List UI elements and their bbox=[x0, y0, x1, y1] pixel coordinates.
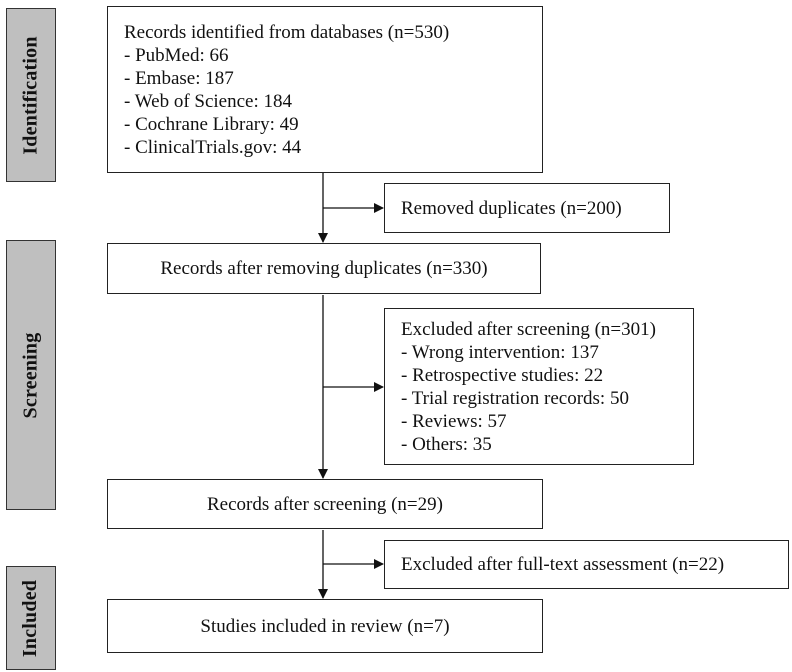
excluded-fulltext-box: Excluded after full-text assessment (n=2… bbox=[384, 540, 789, 589]
stage-identification: Identification bbox=[6, 8, 56, 182]
removed-duplicates-text: Removed duplicates (n=200) bbox=[401, 197, 622, 219]
after-duplicates-text: Records after removing duplicates (n=330… bbox=[160, 258, 488, 279]
source-embase: - Embase: 187 bbox=[124, 67, 234, 89]
after-duplicates-box: Records after removing duplicates (n=330… bbox=[107, 243, 541, 294]
removed-duplicates-box: Removed duplicates (n=200) bbox=[384, 183, 670, 233]
source-pubmed: - PubMed: 66 bbox=[124, 44, 229, 66]
excluded-screening-title: Excluded after screening (n=301) bbox=[401, 318, 656, 340]
after-screening-box: Records after screening (n=29) bbox=[107, 479, 543, 529]
excluded-screening-box: Excluded after screening (n=301) - Wrong… bbox=[384, 308, 694, 465]
after-screening-text: Records after screening (n=29) bbox=[207, 493, 443, 515]
stage-screening: Screening bbox=[6, 240, 56, 510]
source-web-of-science: - Web of Science: 184 bbox=[124, 90, 293, 112]
excluded-others: - Others: 35 bbox=[401, 433, 492, 455]
excluded-wrong-intervention: - Wrong intervention: 137 bbox=[401, 341, 599, 363]
records-identified-title: Records identified from databases (n=530… bbox=[124, 21, 450, 43]
studies-included-box: Studies included in review (n=7) bbox=[107, 599, 543, 653]
records-identified-box: Records identified from databases (n=530… bbox=[107, 6, 543, 173]
excluded-retrospective: - Retrospective studies: 22 bbox=[401, 364, 604, 386]
excluded-fulltext-text: Excluded after full-text assessment (n=2… bbox=[401, 554, 725, 575]
source-cochrane: - Cochrane Library: 49 bbox=[124, 113, 299, 135]
stage-included: Included bbox=[6, 566, 56, 670]
excluded-reviews: - Reviews: 57 bbox=[401, 410, 507, 432]
studies-included-text: Studies included in review (n=7) bbox=[200, 615, 450, 637]
source-clinicaltrials: - ClinicalTrials.gov: 44 bbox=[124, 136, 302, 158]
excluded-trial-registration: - Trial registration records: 50 bbox=[401, 387, 629, 409]
